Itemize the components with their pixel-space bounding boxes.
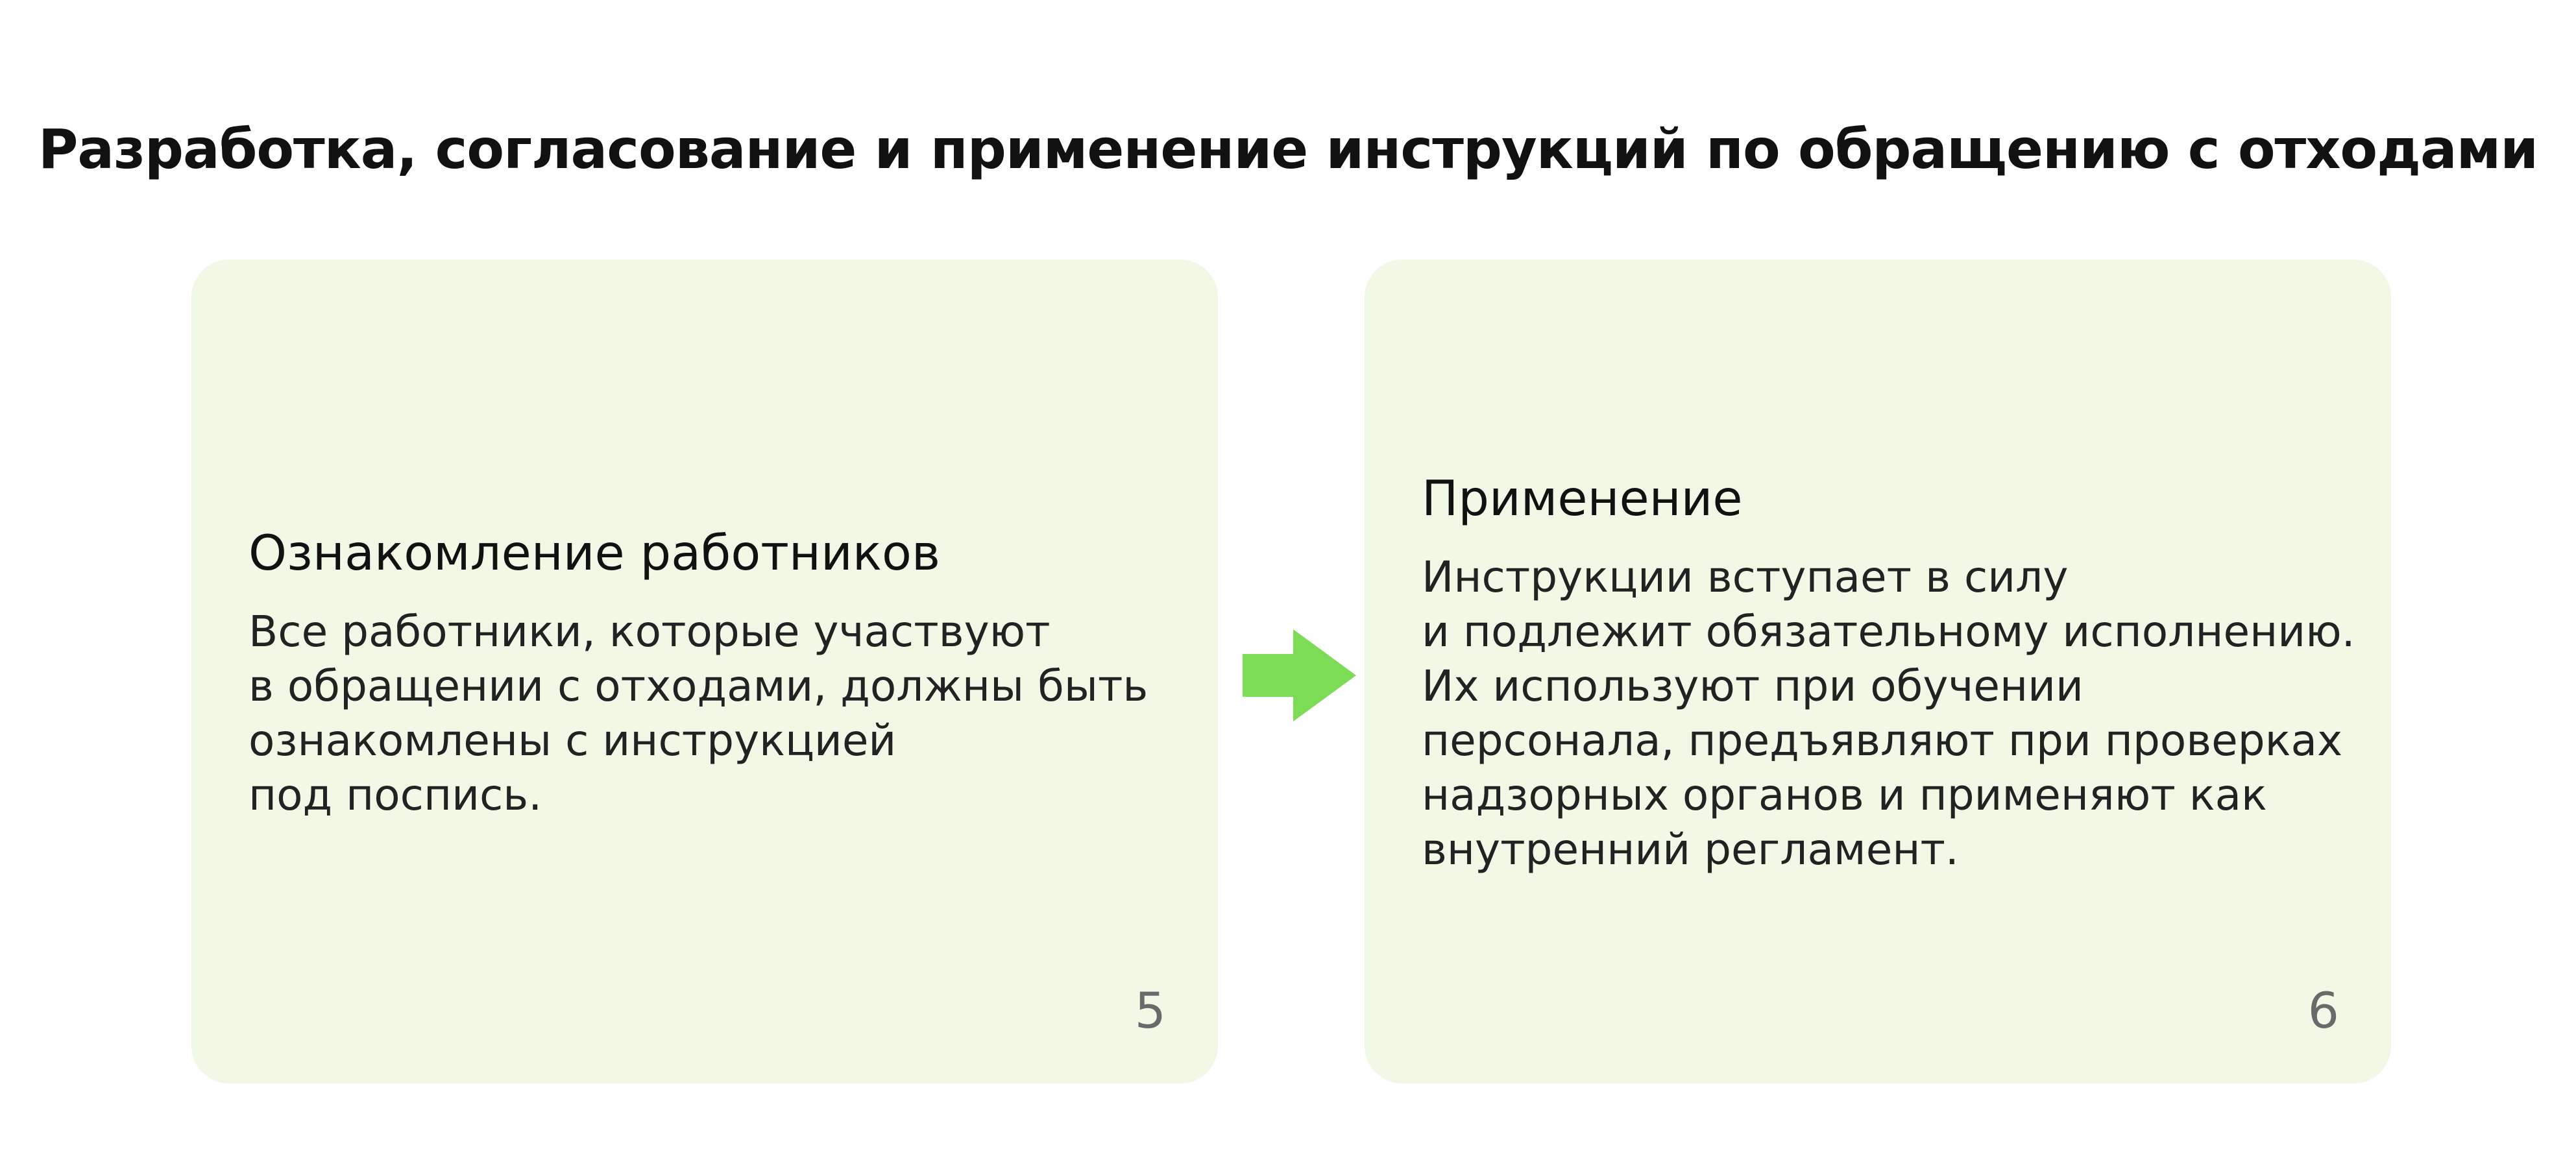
arrow-shape — [1243, 629, 1356, 721]
description-line: ознакомлены с инструкцией — [249, 716, 897, 766]
step-number: 6 — [2307, 982, 2339, 1039]
description-line: под поспись. — [249, 770, 542, 820]
description-line: Их используют при обучении — [1422, 661, 2084, 711]
description-line: внутренний регламент. — [1422, 825, 1959, 875]
description-line: персонала, предъявляют при проверках — [1422, 716, 2342, 766]
arrow-right-icon — [1243, 629, 1356, 721]
step-card-content: Применение Инструкции вступает в силу и … — [1422, 260, 2355, 1083]
description-line: в обращении с отходами, должны быть — [249, 661, 1148, 711]
page-title: Разработка, согласование и применение ин… — [38, 117, 2538, 181]
step-card-heading: Ознакомление работников — [249, 524, 941, 581]
step-number: 5 — [1134, 982, 1166, 1039]
description-line: и подлежит обязательному исполнению. — [1422, 607, 2355, 657]
step-card-heading: Применение — [1422, 470, 1743, 527]
step-card-description: Инструкции вступает в силу и подлежит об… — [1422, 550, 2355, 877]
step-card-description: Все работники, которые участвуют в обращ… — [249, 605, 1179, 823]
description-line: надзорных органов и применяют как — [1422, 770, 2267, 820]
step-card-6: Применение Инструкции вступает в силу и … — [1365, 260, 2391, 1083]
description-line: Инструкции вступает в силу — [1422, 552, 2069, 602]
step-card-5: Ознакомление работников Все работники, к… — [191, 260, 1218, 1083]
step-card-content: Ознакомление работников Все работники, к… — [249, 260, 1179, 1083]
description-line: Все работники, которые участвуют — [249, 607, 1051, 657]
